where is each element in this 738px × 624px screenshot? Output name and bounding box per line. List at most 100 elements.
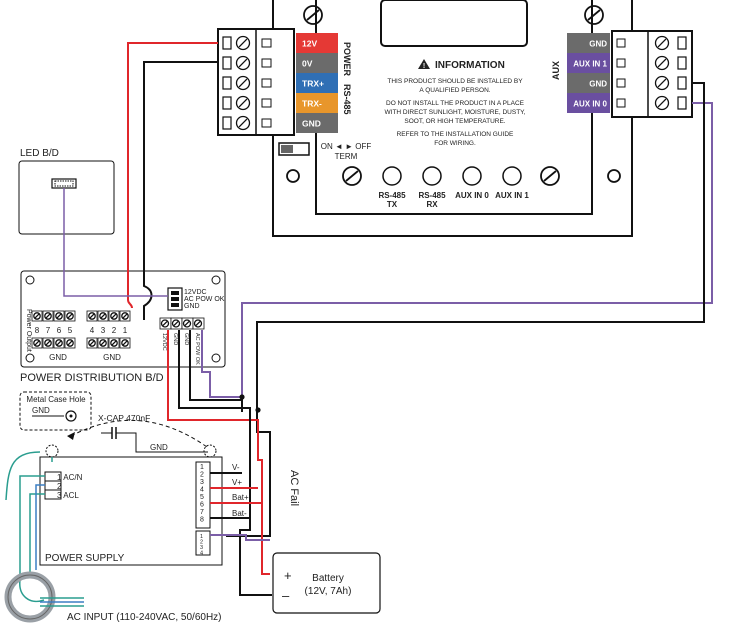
power-supply-label: POWER SUPPLY [45, 553, 125, 564]
terminal-label-bg [567, 53, 610, 73]
screw-icon [99, 312, 107, 320]
led-label: RS-485 [378, 191, 406, 200]
screw-icon [44, 339, 52, 347]
metal-case-title: Metal Case Hole [26, 395, 86, 404]
info-line: WITH DIRECT SUNLIGHT, MOISTURE, DUSTY, [385, 109, 526, 116]
output-number: 7 [46, 326, 51, 335]
terminal-label: TRX+ [302, 79, 324, 89]
screw-icon [55, 339, 63, 347]
ac-input-label: AC INPUT (110-240VAC, 50/60Hz) [67, 612, 222, 623]
ps-output-label: V- [232, 463, 240, 472]
ac-term-label: 1 AC/N [57, 473, 83, 482]
screw-icon [182, 319, 192, 328]
led-bd-label: LED B/D [20, 148, 59, 159]
screw-icon [171, 319, 181, 328]
ps-terminal-number: 8 [200, 517, 204, 524]
pdb-pin-label: GND [172, 333, 178, 345]
terminal-label-bg [567, 93, 610, 113]
screw-icon [99, 339, 107, 347]
termination-switch[interactable] [278, 142, 310, 156]
status-led-icon [422, 166, 442, 186]
terminal-label: TRX- [302, 99, 322, 109]
wire-0v [143, 61, 218, 320]
info-line: THIS PRODUCT SHOULD BE INSTALLED BY [387, 78, 523, 85]
wire-pdb-12v [167, 330, 270, 575]
junction-dot [239, 394, 245, 400]
battery: + – Battery (12V, 7Ah) [272, 552, 381, 614]
screw-icon [66, 339, 74, 347]
ps-terminal-number: 4 [200, 551, 203, 557]
output-number: 1 [123, 326, 128, 335]
power-output-label: Power Output [25, 309, 32, 352]
status-led-icon [502, 166, 522, 186]
screw-icon [235, 95, 251, 111]
ps-terminal-number: 7 [200, 509, 204, 516]
info-line: FOR WIRING. [434, 140, 476, 147]
mount-hole-icon [286, 169, 300, 183]
terminal-slot [222, 76, 232, 90]
screw-icon [654, 35, 670, 51]
wiring [5, 42, 713, 602]
wire-ac-fail [210, 534, 270, 541]
screw-icon [55, 312, 63, 320]
terminal-slot [222, 56, 232, 70]
ground-lug-icon [65, 410, 77, 422]
terminal-label-bg [296, 53, 338, 73]
pdb-pin-label: 12VDC [161, 333, 167, 351]
ground-screw-icon [45, 444, 59, 458]
info-line: A QUALIFIED PERSON. [419, 87, 490, 94]
ac-term-label: 2 [57, 482, 62, 491]
terminal-label: GND [589, 40, 607, 49]
ps-terminal-number: 3 [200, 479, 204, 486]
aux-label: AUX [551, 61, 561, 80]
gnd-label: GND [49, 353, 67, 362]
ps-terminal-number: 6 [200, 502, 204, 509]
ps-output-label: V+ [232, 478, 242, 487]
screw-icon [88, 312, 96, 320]
screw-icon [654, 75, 670, 91]
screw-icon [235, 55, 251, 71]
wire-ac-g [35, 484, 45, 570]
screw-icon [160, 319, 170, 328]
x-capacitor: X-CAP 470nF GND [98, 413, 208, 453]
led-label: AUX IN 0 [455, 191, 489, 200]
label-window [380, 0, 528, 47]
terminal-slot [222, 36, 232, 50]
screw-icon [584, 5, 604, 25]
output-number: 8 [35, 326, 40, 335]
ps-output-label: Bat+ [232, 493, 249, 502]
screw-icon [66, 312, 74, 320]
power-label: POWER [342, 42, 352, 77]
battery-label: Battery [312, 573, 344, 584]
rs485-label: RS-485 [342, 84, 352, 115]
info-line: REFER TO THE INSTALLATION GUIDE [397, 131, 514, 138]
terminal-label: AUX IN 1 [573, 60, 607, 69]
led-bd-connector [51, 178, 77, 189]
terminal-label: 12V [302, 39, 317, 49]
output-number: 6 [57, 326, 62, 335]
status-led-icon [382, 166, 402, 186]
screw-icon [44, 312, 52, 320]
screw-icon [121, 339, 129, 347]
screw-icon [235, 75, 251, 91]
ps-output-label: Bat- [232, 509, 247, 518]
screw-icon [235, 35, 251, 51]
ps-terminal-number: 2 [200, 540, 203, 546]
terminal-slot [222, 96, 232, 110]
terminal-label: 0V [302, 59, 313, 69]
led-label: RS-485 [418, 191, 446, 200]
status-led-icon [462, 166, 482, 186]
svg-text:!: ! [423, 63, 425, 70]
screw-icon [110, 339, 118, 347]
screw-icon [193, 319, 203, 328]
ac-fail-label: AC Fail [288, 470, 300, 506]
terminal-block-right [611, 30, 693, 118]
terminal-label-bg [296, 73, 338, 93]
output-number: 3 [101, 326, 106, 335]
metal-case-gnd: GND [32, 406, 50, 415]
terminal-label-bg [296, 33, 338, 53]
terminal-label: GND [302, 119, 321, 129]
wire-12v [127, 42, 218, 309]
